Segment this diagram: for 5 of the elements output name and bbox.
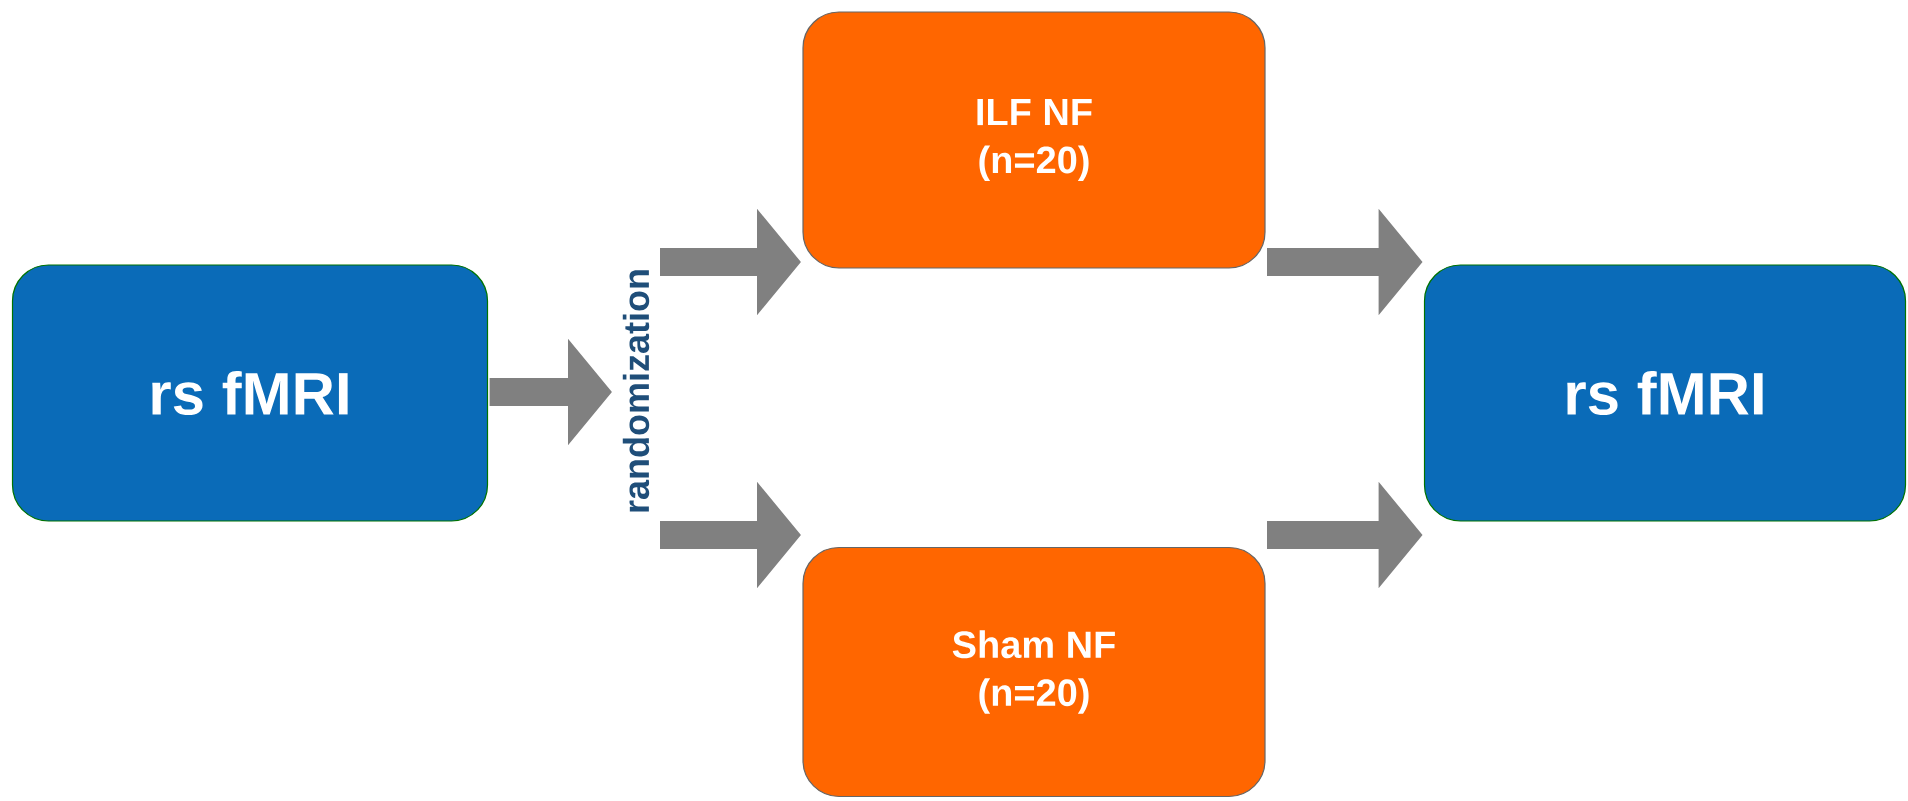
process-box: rs fMRI — [1423, 264, 1907, 522]
rotated-label: randomization — [622, 270, 650, 512]
process-box: rs fMRI — [11, 264, 489, 522]
process-box: Sham NF (n=20) — [802, 546, 1266, 798]
process-box: ILF NF (n=20) — [802, 11, 1266, 269]
